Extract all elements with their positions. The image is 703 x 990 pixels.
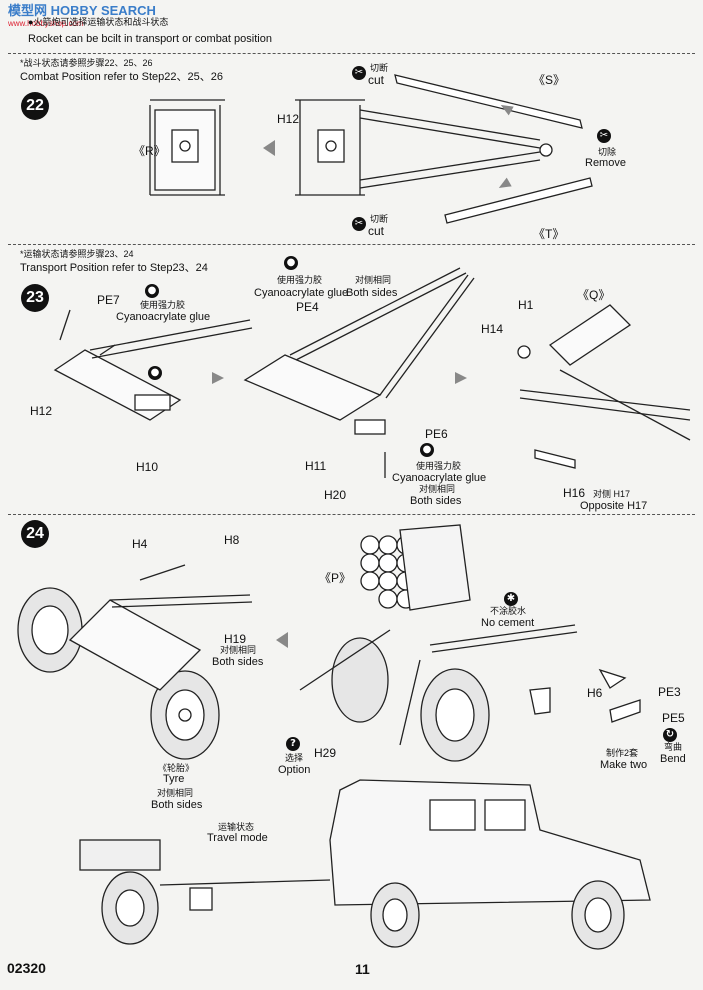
label-h19: H19 <box>224 632 247 646</box>
label-h12: H12 <box>30 404 53 418</box>
label-h20: H20 <box>324 488 347 502</box>
bend-en: Bend <box>660 753 686 765</box>
both-cn-mid: 对侧相同 <box>355 275 392 285</box>
option-en: Option <box>278 764 311 776</box>
label-h1: H1 <box>518 298 534 312</box>
step22-ref-cn: *战斗状态请参照步骤22、25、26 <box>20 58 153 68</box>
opp-en: Opposite H17 <box>580 500 648 512</box>
make-en: Make two <box>600 759 648 771</box>
header-note-cn: ●火箭炮可选择运输状态和战斗状态 <box>28 17 169 27</box>
label-pe3: PE3 <box>658 685 681 699</box>
label-pe7: PE7 <box>97 293 120 307</box>
cut-cn-top: 切断 <box>370 63 389 73</box>
remove-en: Remove <box>585 157 626 169</box>
nocement-en: No cement <box>481 617 535 629</box>
divider <box>8 514 695 515</box>
label-pe5: PE5 <box>662 711 685 725</box>
step23-ref-en: Transport Position refer to Step23、24 <box>20 262 208 274</box>
step23-ref-cn: *运输状态请参照步骤23、24 <box>20 249 134 259</box>
cut-icon: ✂ <box>352 66 366 80</box>
both-en-tyre: Both sides <box>151 799 203 811</box>
bend-icon: ↻ <box>663 728 677 742</box>
watermark-brand: HOBBY SEARCH <box>50 3 156 18</box>
cut-cn-bottom: 切断 <box>370 214 389 224</box>
label-h14: H14 <box>481 322 504 336</box>
step-number-badge: 24 <box>21 520 49 548</box>
divider <box>8 53 695 54</box>
glue-en-mid: Cyanoacrylate glue <box>254 287 349 299</box>
remove-cn: 切除 <box>598 147 617 157</box>
label-pe4: PE4 <box>296 300 319 314</box>
both-en-low: Both sides <box>410 495 462 507</box>
watermark-url: www.hobbyshop.com <box>8 19 84 28</box>
step-number-badge: 23 <box>21 284 49 312</box>
opp-cn: 对侧 H17 <box>593 489 631 499</box>
option-cn: 选择 <box>285 753 304 763</box>
nocement-cn: 不涂胶水 <box>490 606 527 616</box>
glue-cn-left: 使用强力胶 <box>140 300 186 310</box>
tyre-en: Tyre <box>163 773 185 785</box>
cut-en-top: cut <box>368 73 385 87</box>
label-h4: H4 <box>132 537 148 551</box>
both-cn-tyre: 对侧相同 <box>157 788 194 798</box>
remove-icon: ✂ <box>597 129 611 143</box>
label-h29: H29 <box>314 746 337 760</box>
make-cn: 制作2套 <box>606 748 639 758</box>
label-q: 《Q》 <box>577 288 611 302</box>
travel-cn: 运输状态 <box>218 822 255 832</box>
glue-icon: ● <box>420 443 434 457</box>
label-s: 《S》 <box>533 73 566 87</box>
page-number: 11 <box>355 961 370 977</box>
glue-en-low: Cyanoacrylate glue <box>392 472 487 484</box>
glue-icon: ● <box>145 284 159 298</box>
label-p: 《P》 <box>319 571 352 585</box>
header-note-en: Rocket can be bcilt in transport or comb… <box>28 33 272 45</box>
product-code: 02320 <box>7 960 46 976</box>
bend-cn: 弯曲 <box>664 742 683 752</box>
glue-cn-mid: 使用强力胶 <box>277 275 323 285</box>
label-h16: H16 <box>563 486 586 500</box>
label-h12: H12 <box>277 112 300 126</box>
label-h10: H10 <box>136 460 159 474</box>
divider <box>8 244 695 245</box>
glue-icon: ● <box>148 366 162 380</box>
label-pe6: PE6 <box>425 427 448 441</box>
step-number-badge: 22 <box>21 92 49 120</box>
both-cn-h19: 对侧相同 <box>220 645 257 655</box>
label-t: 《T》 <box>533 227 565 241</box>
glue-en-left: Cyanoacrylate glue <box>116 311 211 323</box>
cut-en-bottom: cut <box>368 224 385 238</box>
both-en-h19: Both sides <box>212 656 264 668</box>
label-h8: H8 <box>224 533 240 547</box>
label-h11: H11 <box>305 459 327 473</box>
label-h6: H6 <box>587 686 603 700</box>
option-icon: ? <box>286 737 300 751</box>
watermark-logo: 模型网 HOBBY SEARCH <box>8 3 156 18</box>
label-r: 《R》 <box>133 144 166 158</box>
glue-cn-low: 使用强力胶 <box>416 461 462 471</box>
both-cn-low: 对侧相同 <box>419 484 456 494</box>
step22-ref-en: Combat Position refer to Step22、25、26 <box>20 71 224 83</box>
both-en-mid: Both sides <box>346 287 398 299</box>
no-cement-icon: ✱ <box>504 592 518 606</box>
tyre-cn: 《轮胎》 <box>158 763 195 773</box>
glue-icon: ● <box>284 256 298 270</box>
travel-en: Travel mode <box>207 832 268 844</box>
watermark-cn: 模型网 <box>8 3 48 18</box>
cut-icon: ✂ <box>352 217 366 231</box>
